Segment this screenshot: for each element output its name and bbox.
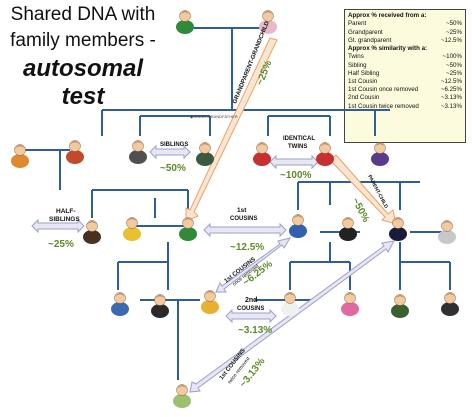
legend-row: Sibling ~50% — [348, 62, 462, 70]
man-icon — [178, 217, 198, 242]
legend-row: Half Sibling ~25% — [348, 70, 462, 78]
twins-value: ~100% — [280, 170, 312, 181]
legend-received-header: Approx % received from a: — [348, 12, 427, 19]
legend-row-value: ~3.13% — [440, 94, 462, 102]
legend-box: Approx % received from a: Parent ~50% Gra… — [344, 9, 466, 143]
once-removed-arrow — [215, 237, 292, 293]
siblings-value: ~50% — [160, 163, 186, 174]
relation-labels: GRANDPARENT-GRANDCHILD ~25% ◆GREAT-GRAND… — [48, 20, 389, 390]
woman-icon — [10, 144, 30, 169]
legend-row: 1st Cousin ~12.5% — [348, 78, 462, 86]
legend-row-label: 1st Cousin once removed — [348, 86, 419, 94]
twins-label-2: TWINS — [288, 144, 307, 150]
legend-row-label: 1st Cousin twice removed — [348, 102, 419, 110]
title-line-1: Shared DNA with — [10, 4, 156, 25]
grandparent-value: ~25% — [255, 59, 275, 87]
woman-icon — [128, 140, 148, 165]
parent-child-arrow — [329, 154, 397, 225]
man-icon — [440, 292, 460, 317]
legend-row-label: Gt. grandparent — [348, 36, 392, 44]
man-icon — [200, 290, 220, 315]
first-cousins-value: ~12.5% — [230, 242, 264, 253]
title-line-2: family members - — [10, 30, 156, 51]
doctor-icon — [390, 294, 410, 319]
legend-row-label: Parent — [348, 20, 367, 28]
legend-row-label: 2nd Cousin — [348, 94, 380, 102]
legend-row: 1st Cousin twice removed ~3.13% — [348, 103, 462, 111]
siblings-label: SIBLINGS — [160, 142, 188, 148]
people — [10, 10, 460, 409]
second-cousins-label-1: 2nd — [245, 297, 257, 304]
man-icon — [65, 140, 85, 165]
woman-icon — [370, 142, 390, 167]
twice-removed-arrow — [189, 240, 395, 393]
legend-row-value: ~6.25% — [440, 86, 462, 94]
woman-icon — [288, 214, 308, 239]
man-icon — [150, 294, 170, 319]
tree-lines — [20, 27, 451, 380]
legend-row-value: ~25% — [446, 28, 462, 36]
man-icon — [338, 217, 358, 242]
legend-row-value: ~12.5% — [440, 78, 462, 86]
baby-icon — [172, 384, 192, 409]
man-icon — [252, 142, 272, 167]
legend-row-label: Half Sibling — [348, 69, 380, 77]
legend-row-label: Twins — [348, 53, 364, 61]
twins-label-1: IDENTICAL — [283, 136, 315, 142]
second-cousins-label-2: COUSINS — [237, 306, 264, 312]
woman-icon — [437, 220, 457, 245]
second-cousins-arrow — [225, 308, 277, 324]
grandparent-arrow — [185, 37, 278, 222]
legend-row: Parent ~50% — [348, 20, 462, 28]
second-cousins-value: ~3.13% — [238, 325, 272, 336]
siblings-arrow — [149, 144, 191, 160]
grandfather-icon — [175, 10, 195, 35]
legend-row-value: ~25% — [446, 69, 462, 77]
twins-arrow — [269, 154, 319, 170]
gg-small-label: ◆GREAT-GRANDFATHER — [190, 114, 238, 119]
legend-row: Grandparent ~25% — [348, 29, 462, 37]
painter-icon — [110, 292, 130, 317]
chef-icon — [280, 292, 300, 317]
title-line-3: autosomal test — [22, 55, 144, 110]
man-icon — [315, 142, 335, 167]
legend-row: 2nd Cousin ~3.13% — [348, 94, 462, 102]
legend-row-value: ~100% — [442, 53, 462, 61]
legend-row-label: 1st Cousin — [348, 78, 378, 86]
first-cousins-label-1: 1st — [237, 207, 247, 214]
legend-similarity-header: Approx % similarity with a: — [348, 45, 428, 53]
first-cousins-label-2: COUSINS — [230, 216, 257, 222]
legend-row-value: ~12.5% — [440, 36, 462, 44]
legend-row-label: Grandparent — [348, 28, 383, 36]
woman-icon — [122, 217, 142, 242]
legend-row: 1st Cousin once removed ~6.25% — [348, 86, 462, 94]
relation-arrows — [31, 37, 397, 393]
legend-row: Gt. grandparent ~12.5% — [348, 37, 462, 45]
first-cousins-arrow — [203, 222, 287, 238]
legend-row-label: Sibling — [348, 61, 367, 69]
legend-row: Twins ~100% — [348, 53, 462, 61]
nurse-icon — [340, 292, 360, 317]
graduate-icon — [195, 142, 215, 167]
half-siblings-label-1: HALF- — [56, 208, 76, 215]
businessman-icon — [82, 220, 102, 245]
legend-row-value: ~50% — [446, 61, 462, 69]
half-siblings-label-2: SIBLINGS — [49, 216, 80, 223]
half-siblings-value: ~25% — [48, 239, 74, 250]
legend-row-value: ~3.13% — [440, 102, 462, 110]
legend-row-value: ~50% — [446, 20, 462, 28]
half-siblings-arrow — [31, 218, 85, 234]
